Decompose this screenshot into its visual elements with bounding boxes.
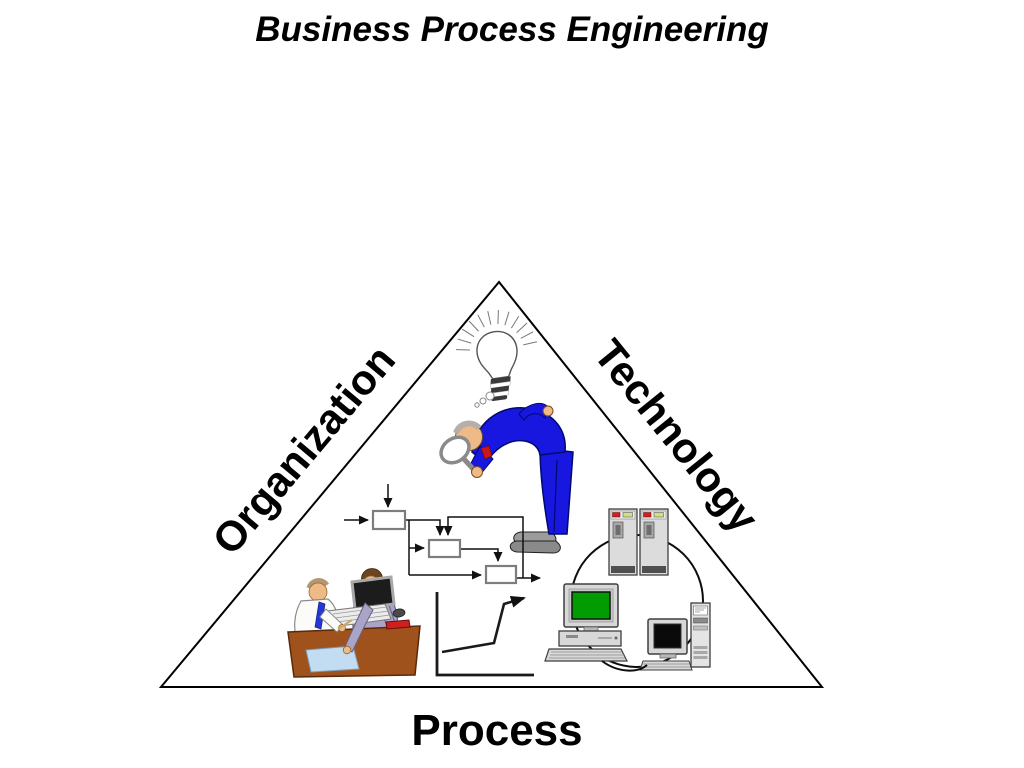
computer-network-icon bbox=[544, 508, 711, 672]
server-cabinet bbox=[639, 508, 669, 576]
flowchart-icon bbox=[344, 484, 541, 585]
light-bulb-icon bbox=[455, 309, 538, 408]
growth-chart-icon bbox=[435, 592, 534, 677]
triangle-outline bbox=[158, 280, 825, 688]
slide-title: Business Process Engineering bbox=[255, 10, 769, 49]
server-cabinet bbox=[608, 508, 638, 576]
teamwork-desk-icon bbox=[287, 568, 421, 678]
terminal-computer bbox=[639, 618, 693, 671]
desktop-computer bbox=[544, 583, 628, 662]
tower-unit bbox=[690, 602, 711, 668]
magnifier-man-icon bbox=[439, 402, 574, 554]
network-cable bbox=[601, 660, 648, 672]
triangle-bottom-label: Process bbox=[411, 706, 583, 755]
